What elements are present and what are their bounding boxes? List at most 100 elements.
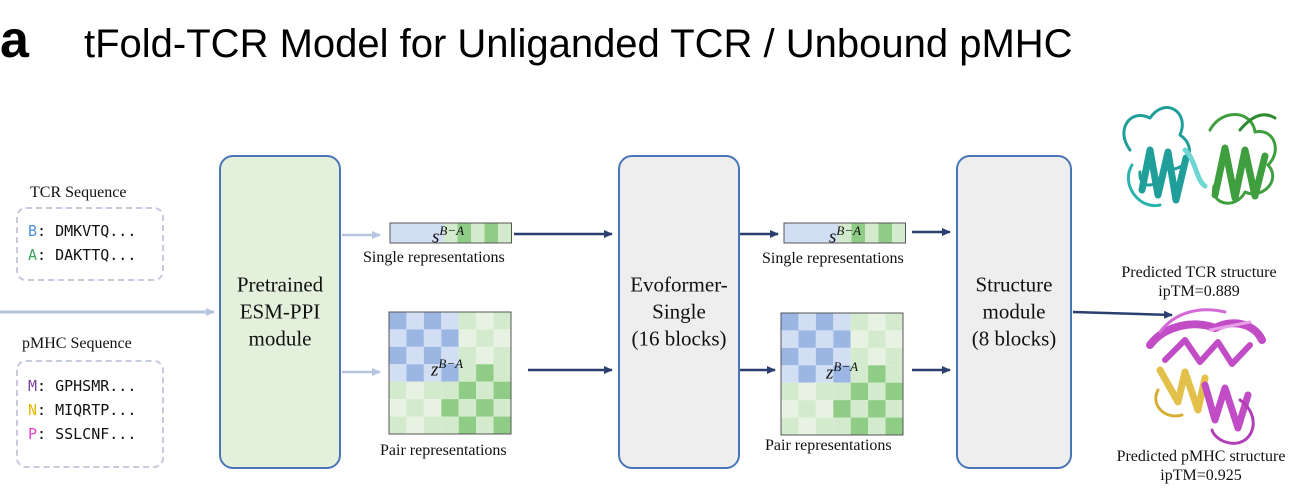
pair-grid-cell: [815, 313, 834, 331]
pair-grid-cell: [885, 365, 903, 383]
chain-letter: A: [28, 246, 38, 264]
single-bar-cell: [484, 223, 498, 243]
pair-grid-cell: [406, 346, 424, 365]
single-bar-border: [783, 222, 906, 244]
single-bar-cell: [430, 223, 444, 243]
pair-grid-cell: [798, 417, 816, 435]
pair-grid-cell: [850, 313, 869, 331]
chain-sequence: : SSLCNF...: [37, 425, 137, 443]
pair-grid-cell: [781, 382, 799, 401]
pair-grid-cell: [476, 416, 494, 434]
single-bar-cell: [892, 223, 906, 243]
single-bar-cell: [403, 223, 417, 243]
single-representation-bar-2: [783, 222, 906, 244]
single-bar-cell: [390, 223, 404, 243]
single-bar-cell: [851, 223, 865, 243]
pair-grid-cell: [406, 312, 424, 330]
single-bar-cell: [838, 223, 852, 243]
pair-grid-cell: [389, 416, 407, 434]
pair-grid-cell: [833, 313, 851, 331]
chain-letter: P: [28, 425, 38, 443]
pmhc-sequence-box: M: GPHSMR... N: MIQRTP... P: SSLCNF...: [16, 360, 164, 468]
pair-grid-cell: [441, 346, 459, 365]
pair-grid-cell: [833, 365, 851, 383]
pair-grid-cell: [476, 346, 494, 365]
pair-grid-cell: [389, 312, 407, 330]
esm-ppi-module: Pretrained ESM-PPI module: [219, 155, 341, 469]
symbol-superscript: B−A: [438, 356, 464, 371]
pair-grid-cell: [458, 381, 477, 400]
tcr-sequence-box: B: DMKVTQ... A: DAKTTQ...: [16, 207, 164, 281]
pair-grid-cell: [423, 364, 442, 382]
pair-grid-cell: [406, 364, 424, 382]
symbol-superscript: B−A: [833, 359, 859, 374]
pmhc-sequence-label: pMHC Sequence: [22, 335, 132, 352]
pmhc-chain-p: P: SSLCNF...: [28, 422, 136, 446]
tcr-sequence-label: TCR Sequence: [30, 184, 127, 201]
pair-grid-cell: [423, 329, 442, 347]
pair-grid-cell: [781, 313, 799, 331]
pmhc-chain-n: N: MIQRTP...: [28, 398, 136, 422]
pair-grid-cell: [798, 365, 816, 383]
pair-grid-cell: [833, 382, 851, 401]
chain-sequence: : DMKVTQ...: [37, 222, 137, 240]
pair-grid-cell: [441, 399, 459, 417]
pair-grid-cell: [850, 400, 869, 418]
pair-grid-cell: [458, 312, 477, 330]
pair-grid-cell: [493, 399, 511, 417]
esm-ppi-module-label: Pretrained ESM-PPI module: [236, 272, 324, 351]
single-bar-cell: [811, 223, 825, 243]
pmhc-chain-m: M: GPHSMR...: [28, 374, 136, 398]
pair-grid-cell: [815, 330, 834, 348]
pair-grid-border: [780, 312, 904, 436]
chain-sequence: : GPHSMR...: [37, 377, 137, 395]
pair-grid-cell: [798, 347, 816, 366]
tcr-structure-caption: Predicted TCR structure ipTM=0.889: [1121, 264, 1277, 300]
pair-symbol-2: zB−A: [826, 359, 858, 384]
symbol-base: s: [432, 226, 440, 248]
single-bar-cell: [878, 223, 892, 243]
pair-grid-cell: [868, 417, 886, 435]
pair-grid-cell: [798, 400, 816, 418]
pair-grid-cell: [458, 399, 477, 417]
structure-module: Structure module (8 blocks): [956, 155, 1072, 469]
pair-grid-cell: [781, 330, 799, 348]
pair-grid-cell: [476, 312, 494, 330]
single-bar-border: [389, 222, 512, 244]
pair-grid-cell: [493, 364, 511, 382]
pair-grid-cell: [885, 313, 903, 331]
single-bar-cell: [471, 223, 485, 243]
pair-grid-cell: [458, 364, 477, 382]
pair-grid-cell: [868, 330, 886, 348]
pair-grid-cell: [815, 400, 834, 418]
single-bar-cell: [417, 223, 431, 243]
chain-letter: N: [28, 401, 38, 419]
pair-grid-cell: [868, 347, 886, 366]
single-bar-cell: [498, 223, 512, 243]
chain-sequence: : DAKTTQ...: [37, 246, 137, 264]
pair-grid-cell: [493, 416, 511, 434]
pair-grid-cell: [868, 313, 886, 331]
pair-grid-cell: [885, 347, 903, 366]
pair-grid-cell: [476, 329, 494, 347]
pair-grid-cell: [798, 382, 816, 401]
evoformer-module-label: Evoformer- Single (16 blocks): [630, 272, 728, 351]
pair-grid-cell: [423, 399, 442, 417]
pair-grid-cell: [833, 417, 851, 435]
pair-grid-cell: [850, 382, 869, 401]
structure-module-label: Structure module (8 blocks): [971, 272, 1057, 351]
pair-grid-cell: [423, 346, 442, 365]
pair-grid-cell: [476, 381, 494, 400]
pair-grid-cell: [815, 417, 834, 435]
pair-representation-grid-1: [388, 311, 512, 435]
pair-grid-cell: [476, 399, 494, 417]
single-representations-caption-2: Single representations: [762, 250, 904, 267]
panel-letter: a: [0, 11, 29, 69]
tcr-chain-list: B: DMKVTQ... A: DAKTTQ...: [28, 219, 136, 267]
pmhc-structure-caption: Predicted pMHC structure ipTM=0.925: [1116, 448, 1286, 484]
tcr-structure-image: [1122, 106, 1277, 208]
evoformer-module: Evoformer- Single (16 blocks): [618, 155, 740, 469]
arrow-structure-to-output: [1072, 310, 1173, 319]
pair-grid-cell: [406, 381, 424, 400]
